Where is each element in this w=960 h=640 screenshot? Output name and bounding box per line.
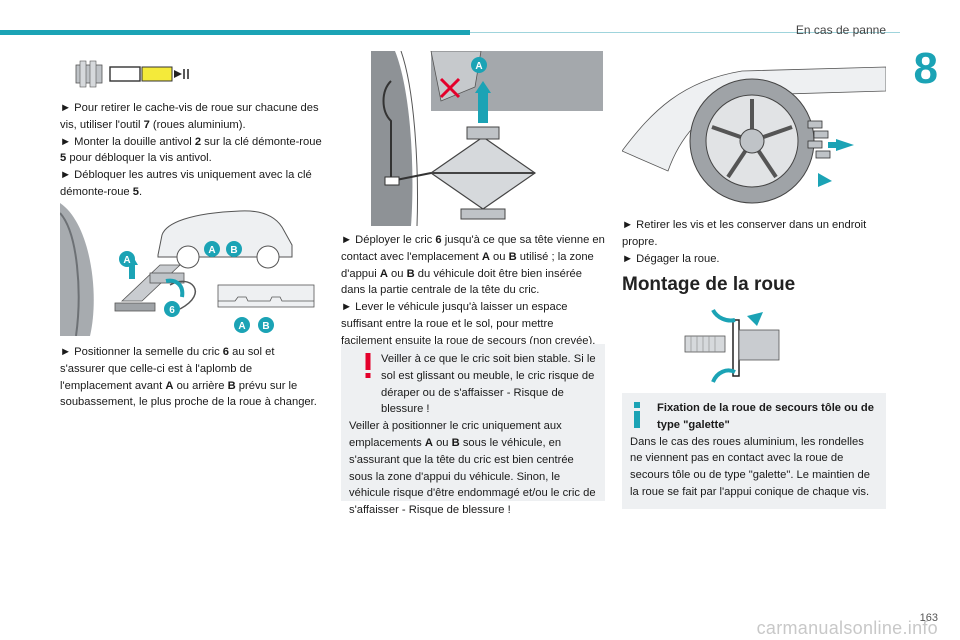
instruction-release-wheel: ► Dégager la roue. [622, 252, 720, 265]
info-box: Fixation de la roue de secours tôle ou d… [622, 393, 886, 509]
warning-exclamation-icon [364, 353, 372, 379]
watermark: carmanualsonline.info [756, 618, 938, 638]
instruction-deploy-jack: ► Déployer le cric 6 jusqu'à ce que sa t… [341, 234, 605, 297]
instruction-lift-vehicle: ► Lever le véhicule jusqu'à laisser un e… [341, 301, 596, 347]
car-label-a: A [208, 245, 215, 256]
car-label-b: B [230, 245, 237, 256]
deployed-label-a: A [475, 61, 482, 72]
page-number: 163 [919, 612, 938, 624]
column-1-instructions: ► Pour retirer le cache-vis de roue sur … [60, 100, 322, 201]
figure-wheel-removal [622, 51, 886, 208]
figure-jack-deployed: A [371, 51, 603, 226]
column-2-instructions: ► Déployer le cric 6 jusqu'à ce que sa t… [341, 232, 605, 350]
instruction-remove-caps: ► Pour retirer le cache-vis de roue sur … [60, 102, 319, 131]
section-heading-wheel-mounting: Montage de la roue [622, 274, 796, 295]
header-section-title: En cas de panne [795, 23, 886, 37]
info-title: Fixation de la roue de secours tôle ou d… [657, 402, 874, 431]
underbody-label-b: B [262, 321, 269, 332]
warning-box: Veiller à ce que le cric soit bien stabl… [341, 344, 605, 516]
jack-label-a: A [123, 255, 130, 266]
figure-cap-remover-tool [72, 57, 192, 91]
figure-jack-points: A 6 A B A B [60, 203, 322, 336]
instruction-loosen-bolts: ► Débloquer les autres vis uniquement av… [60, 169, 312, 198]
instruction-mount-socket: ► Monter la douille antivol 2 sur la clé… [60, 135, 322, 165]
header-accent-bar [0, 30, 470, 35]
warning-text-stability: Veiller à ce que le cric soit bien stabl… [381, 353, 596, 416]
jack-label-6: 6 [169, 305, 175, 316]
column-3-instructions: ► Retirer les vis et les conserver dans … [622, 217, 888, 267]
instruction-remove-bolts: ► Retirer les vis et les conserver dans … [622, 219, 867, 248]
instruction-position-jack: ► Positionner la semelle du cric 6 au so… [60, 346, 317, 409]
info-icon [634, 402, 640, 428]
underbody-label-a: A [238, 321, 245, 332]
chapter-number: 8 [913, 44, 938, 93]
figure-bolt-washer [677, 306, 807, 386]
info-body: Dans le cas des roues aluminium, les ron… [630, 435, 870, 498]
header-thin-rule [470, 32, 900, 33]
warning-text-position: Veiller à positionner le cric uniquement… [349, 420, 596, 517]
